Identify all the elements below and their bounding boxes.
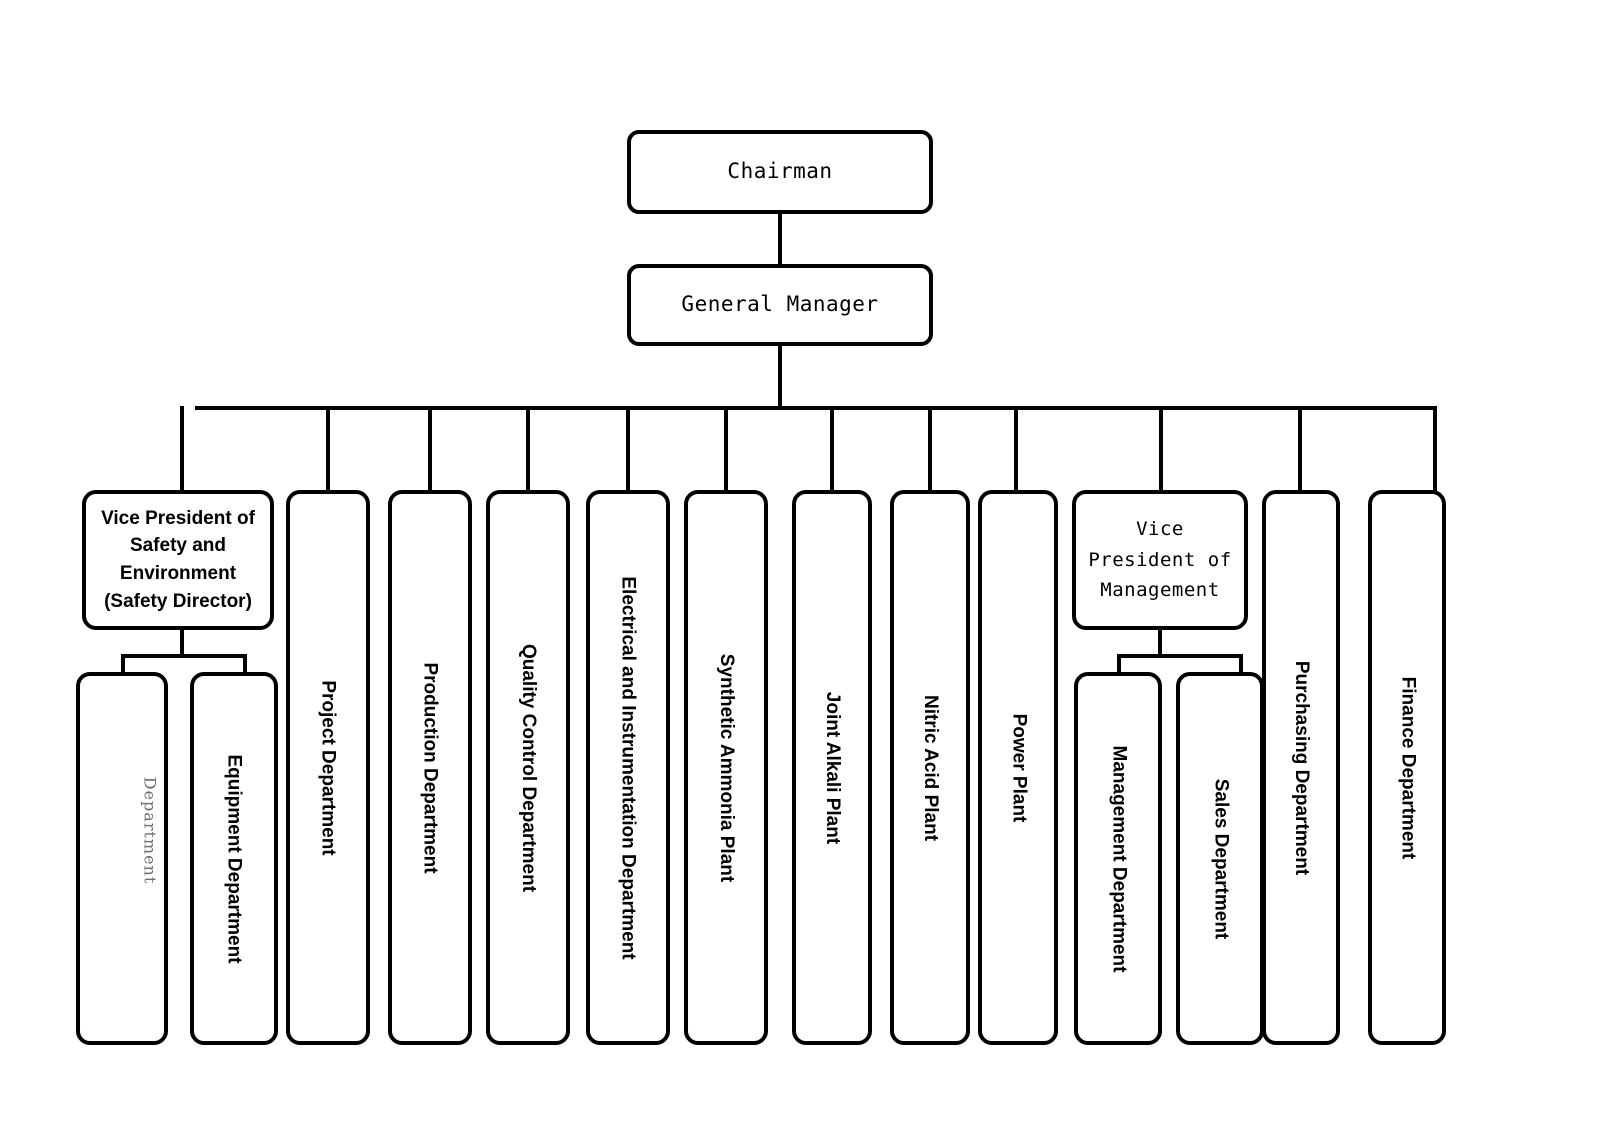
node-finance-department[interactable]: Finance Department	[1368, 490, 1446, 1045]
project-dept-textwrap: Project Department	[290, 494, 366, 1041]
connector-vp-management-stem	[1158, 628, 1162, 656]
quality-control-dept-textwrap: Quality Control Department	[490, 494, 566, 1041]
sub-bus-vp-management	[1117, 654, 1243, 658]
drop-line-electrical-dept	[626, 406, 630, 492]
node-safety-env-dept-label-line2: Department	[140, 776, 160, 884]
node-quality-control-department[interactable]: Quality Control Department	[486, 490, 570, 1045]
node-production-department[interactable]: Production Department	[388, 490, 472, 1045]
node-joint-alkali-plant-label: Joint Alkali Plant	[822, 691, 844, 844]
node-nitric-acid-plant-label: Nitric Acid Plant	[920, 694, 942, 841]
drop-line-nitric-acid	[928, 406, 932, 492]
drop-line-finance-dept	[1433, 406, 1437, 492]
main-horizontal-bus	[195, 406, 1437, 410]
connector-vp-safety-stem	[180, 628, 184, 656]
equipment-dept-textwrap: Equipment Department	[194, 676, 274, 1041]
node-synthetic-ammonia-plant-label: Synthetic Ammonia Plant	[716, 653, 738, 882]
node-nitric-acid-plant[interactable]: Nitric Acid Plant	[890, 490, 970, 1045]
node-general-manager-label: General Manager	[681, 292, 879, 317]
node-management-department-label: Management Department	[1108, 745, 1129, 972]
node-sales-department[interactable]: Sales Department	[1176, 672, 1264, 1045]
node-vp-safety-label: Vice President of Safety and Environment…	[101, 507, 255, 612]
node-joint-alkali-plant[interactable]: Joint Alkali Plant	[792, 490, 872, 1045]
node-quality-control-department-label: Quality Control Department	[518, 643, 540, 892]
drop-line-power-plant	[1014, 406, 1018, 492]
node-power-plant[interactable]: Power Plant	[978, 490, 1058, 1045]
node-purchasing-department[interactable]: Purchasing Department	[1262, 490, 1340, 1045]
node-finance-department-label: Finance Department	[1397, 676, 1418, 859]
node-synthetic-ammonia-plant[interactable]: Synthetic Ammonia Plant	[684, 490, 768, 1045]
node-vp-safety-and-environment[interactable]: Vice President of Safety and Environment…	[82, 490, 274, 630]
node-chairman[interactable]: Chairman	[627, 130, 933, 214]
drop-line-safety-env-dept	[121, 654, 125, 674]
safety-env-dept-textwrap: Safety and Environmental Protection Depa…	[80, 569, 316, 1041]
drop-line-purchasing-dept	[1298, 406, 1302, 492]
sub-bus-vp-safety	[121, 654, 247, 658]
node-purchasing-department-label: Purchasing Department	[1291, 660, 1313, 875]
sales-dept-textwrap: Sales Department	[1180, 676, 1260, 1041]
node-equipment-department[interactable]: Equipment Department	[190, 672, 278, 1045]
node-management-department[interactable]: Management Department	[1074, 672, 1162, 1045]
connector-chairman-to-gm	[778, 212, 782, 266]
power-plant-textwrap: Power Plant	[982, 494, 1054, 1041]
node-production-department-label: Production Department	[420, 661, 441, 874]
drop-line-joint-alkali	[830, 406, 834, 492]
production-dept-textwrap: Production Department	[392, 494, 468, 1041]
node-project-department[interactable]: Project Department	[286, 490, 370, 1045]
connector-gm-to-bus	[778, 344, 782, 408]
node-power-plant-label: Power Plant	[1008, 713, 1029, 822]
node-safety-and-environmental-protection-department[interactable]: Safety and Environmental Protection Depa…	[76, 569, 317, 1045]
node-sales-department-label: Sales Department	[1210, 778, 1232, 939]
management-dept-textwrap: Management Department	[1078, 676, 1158, 1041]
drop-line-vp-safety	[180, 406, 184, 492]
drop-line-project-dept	[326, 406, 330, 492]
drop-line-management-dept	[1117, 654, 1121, 674]
joint-alkali-plant-textwrap: Joint Alkali Plant	[796, 494, 868, 1041]
node-project-department-label: Project Department	[318, 679, 339, 856]
node-chairman-label: Chairman	[727, 159, 833, 184]
purchasing-dept-textwrap: Purchasing Department	[1266, 494, 1336, 1041]
nitric-acid-plant-textwrap: Nitric Acid Plant	[894, 494, 966, 1041]
node-electrical-and-instrumentation-department[interactable]: Electrical and Instrumentation Departmen…	[586, 490, 670, 1045]
node-vp-management[interactable]: Vice President of Management	[1072, 490, 1248, 630]
node-electrical-and-instrumentation-department-label: Electrical and Instrumentation Departmen…	[618, 575, 639, 960]
synthetic-ammonia-plant-textwrap: Synthetic Ammonia Plant	[688, 494, 764, 1041]
node-equipment-department-label: Equipment Department	[224, 753, 245, 964]
drop-line-sales-dept	[1239, 654, 1243, 674]
drop-line-vp-management	[1159, 406, 1163, 492]
finance-dept-textwrap: Finance Department	[1372, 494, 1442, 1041]
drop-line-quality-control-dept	[526, 406, 530, 492]
drop-line-synthetic-ammonia	[724, 406, 728, 492]
electrical-dept-textwrap: Electrical and Instrumentation Departmen…	[590, 494, 666, 1041]
drop-line-production-dept	[428, 406, 432, 492]
node-vp-management-label: Vice President of Management	[1088, 518, 1232, 602]
drop-line-equipment-dept	[243, 654, 247, 674]
node-general-manager[interactable]: General Manager	[627, 264, 933, 346]
